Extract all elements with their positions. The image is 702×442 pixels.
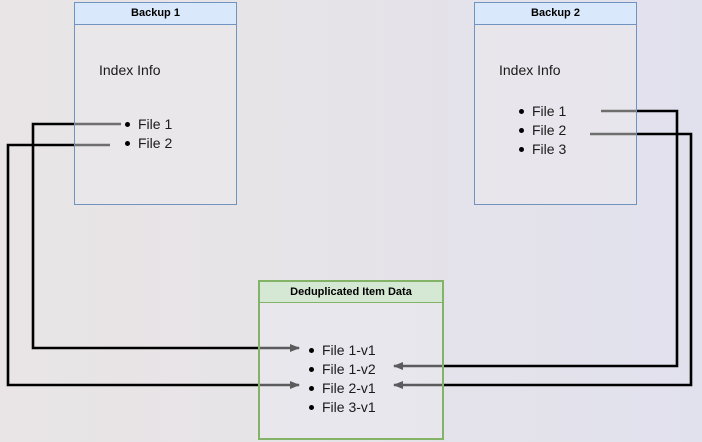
node-dedup-body: File 1-v1 File 1-v2 File 2-v1 File 3-v1 — [260, 303, 442, 438]
backup-2-file-label: File 2 — [532, 122, 567, 138]
backup-2-file-label: File 1 — [532, 103, 567, 119]
bullet-icon — [309, 405, 314, 410]
node-backup-1-title: Backup 1 — [75, 3, 236, 25]
dedup-file-label: File 1-v2 — [322, 361, 376, 377]
node-backup-2-title: Backup 2 — [475, 3, 636, 25]
backup-1-file-label: File 2 — [138, 135, 173, 151]
dedup-file-label: File 1-v1 — [322, 342, 376, 358]
backup-2-index-info-label: Index Info — [499, 62, 561, 78]
node-backup-2[interactable]: Backup 2 Index Info File 1 File 2 File 3 — [474, 2, 637, 205]
node-backup-2-body: Index Info File 1 File 2 File 3 — [475, 25, 636, 204]
bullet-icon — [519, 128, 524, 133]
bullet-icon — [309, 348, 314, 353]
list-item[interactable]: File 1-v1 — [307, 341, 376, 360]
backup-1-file-label: File 1 — [138, 116, 173, 132]
backup-1-index-info-label: Index Info — [99, 62, 161, 78]
node-dedup-title: Deduplicated Item Data — [260, 282, 442, 303]
list-item[interactable]: File 3 — [517, 140, 566, 159]
backup-2-file-label: File 3 — [532, 141, 567, 157]
bullet-icon — [125, 141, 130, 146]
bullet-icon — [309, 367, 314, 372]
list-item[interactable]: File 1 — [123, 115, 172, 134]
list-item[interactable]: File 2 — [517, 121, 566, 140]
list-item[interactable]: File 2-v1 — [307, 379, 376, 398]
dedup-file-label: File 2-v1 — [322, 380, 376, 396]
bullet-icon — [519, 147, 524, 152]
backup-1-file-list: File 1 File 2 — [123, 115, 172, 153]
bullet-icon — [125, 122, 130, 127]
list-item[interactable]: File 3-v1 — [307, 398, 376, 417]
bullet-icon — [309, 386, 314, 391]
bullet-icon — [519, 109, 524, 114]
dedup-file-list: File 1-v1 File 1-v2 File 2-v1 File 3-v1 — [307, 341, 376, 417]
list-item[interactable]: File 2 — [123, 134, 172, 153]
node-backup-1[interactable]: Backup 1 Index Info File 1 File 2 — [74, 2, 237, 205]
node-deduplicated-item-data[interactable]: Deduplicated Item Data File 1-v1 File 1-… — [258, 280, 444, 440]
node-backup-1-body: Index Info File 1 File 2 — [75, 25, 236, 204]
backup-2-file-list: File 1 File 2 File 3 — [517, 102, 566, 159]
list-item[interactable]: File 1-v2 — [307, 360, 376, 379]
list-item[interactable]: File 1 — [517, 102, 566, 121]
dedup-file-label: File 3-v1 — [322, 399, 376, 415]
